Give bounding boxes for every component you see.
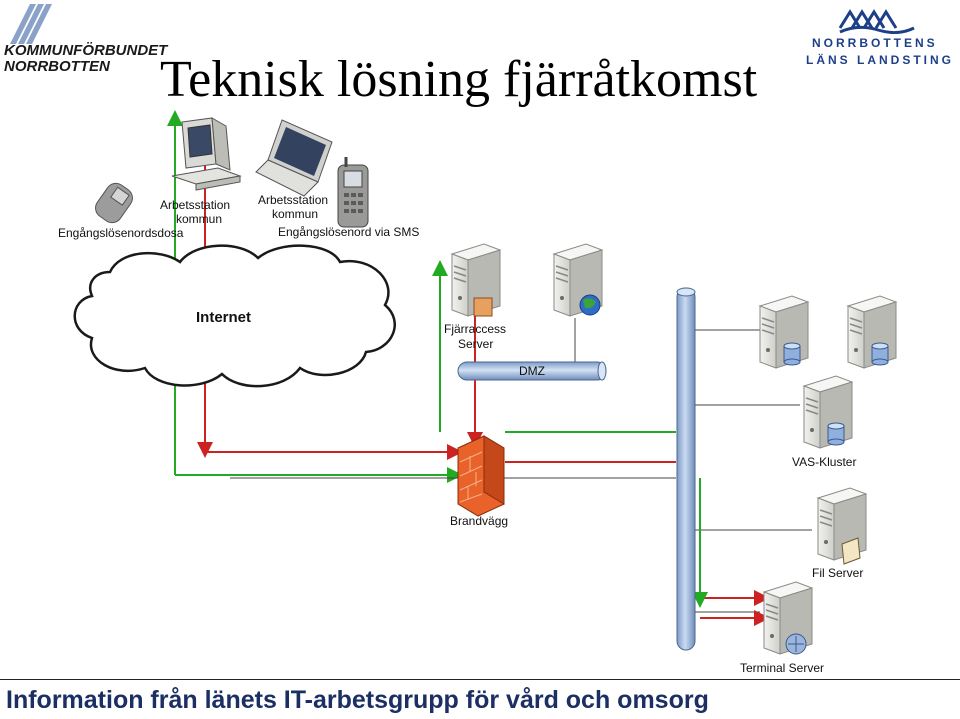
mobile-phone-icon <box>337 157 369 228</box>
footer-divider <box>0 679 960 680</box>
label-sms: Engångslösenord via SMS <box>278 225 420 239</box>
label-workstation-2-line2: kommun <box>272 207 319 221</box>
label-file-server: Fil Server <box>812 566 864 580</box>
firewall-icon <box>457 435 505 517</box>
label-dmz: DMZ <box>519 364 545 378</box>
label-remote-access-line1: Fjärraccess <box>444 322 507 336</box>
logo-left-line2: NORRBOTTEN <box>4 58 110 75</box>
laptop-icon <box>255 119 333 197</box>
footer-text: Information från länets IT-arbetsgrupp f… <box>6 686 709 714</box>
desktop-computer-icon <box>171 117 242 191</box>
label-firewall: Brandvägg <box>450 514 509 528</box>
database-icon-vas-1 <box>783 342 801 366</box>
label-vas-cluster: VAS-Kluster <box>792 455 857 469</box>
folder-icon-file-server <box>841 537 861 565</box>
database-icon-vas-3 <box>827 422 845 446</box>
dmz-pipe <box>457 361 607 381</box>
logo-kommunforbundet: KOMMUNFÖRBUNDET NORRBOTTEN <box>4 4 169 75</box>
logo-right-line2: LÄNS LANDSTING <box>806 53 954 67</box>
page-title: Teknisk lösning fjärråtkomst <box>160 51 758 108</box>
logo-left-line1: KOMMUNFÖRBUNDET <box>4 42 168 59</box>
label-token: Engångslösenordsdosa <box>58 226 184 240</box>
token-device-icon <box>95 182 133 224</box>
folder-icon-remote <box>473 297 493 317</box>
label-workstation-1-line1: Arbetsstation <box>160 198 231 212</box>
database-icon-vas-2 <box>871 342 889 366</box>
label-internet: Internet <box>196 309 252 326</box>
terminal-globe-icon <box>785 633 807 655</box>
logo-right-line1: NORRBOTTENS <box>812 36 938 50</box>
label-workstation-2-line1: Arbetsstation <box>258 193 329 207</box>
globe-icon <box>579 294 601 316</box>
logo-norrbottens-lans-landsting: NORRBOTTENS LÄNS LANDSTING <box>800 2 958 68</box>
cloud-icon <box>73 244 396 388</box>
backbone-pipe <box>676 287 696 651</box>
label-remote-access-line2: Server <box>458 337 494 351</box>
logo-wave-icon <box>838 9 915 34</box>
label-workstation-1-line2: kommun <box>176 212 223 226</box>
logo-stripes-icon <box>10 4 52 44</box>
label-terminal-server: Terminal Server <box>740 661 825 675</box>
